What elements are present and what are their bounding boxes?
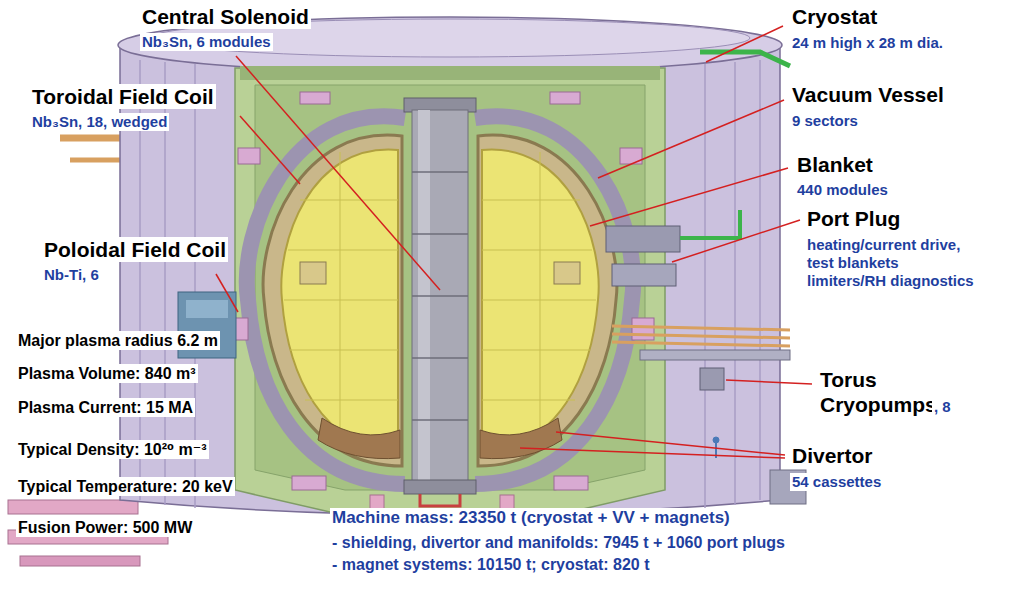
- callout-spec: 440 modules: [795, 181, 890, 199]
- central-solenoid: [404, 98, 476, 494]
- callout-title: Port Plug: [805, 206, 902, 231]
- pipework: [370, 470, 806, 511]
- leader-line: [216, 26, 812, 458]
- torus-section: [247, 116, 405, 484]
- parameter-text: Major plasma radius 6.2 m: [16, 331, 220, 350]
- callout-title: Torus Cryopumps: [818, 367, 947, 417]
- callout-title: Poloidal Field Coil: [42, 237, 228, 262]
- component: [186, 300, 228, 318]
- mass-note: Machine mass: 23350 t (cryostat + VV + m…: [330, 508, 732, 528]
- callout-spec: Nb-Ti, 6: [42, 266, 101, 284]
- callout-spec: Nb₃Sn, 18, wedged: [30, 113, 169, 131]
- callout-title: Blanket: [795, 152, 875, 177]
- mass-note: - magnet systems: 10150 t; cryostat: 820…: [330, 555, 651, 574]
- parameter-text: Plasma Current: 15 MA: [16, 398, 195, 417]
- callout-spec: 54 cassettes: [790, 473, 883, 491]
- port-plug: [606, 52, 790, 360]
- cryostat: [118, 17, 782, 515]
- poloidal-coil: [226, 92, 654, 490]
- cutaway-interior: [235, 66, 665, 512]
- callout-title: Vacuum Vessel: [790, 82, 946, 107]
- torus-section: [475, 116, 633, 484]
- parameter-text: Fusion Power: 500 MW: [16, 518, 194, 537]
- callout-title: Central Solenoid: [140, 4, 311, 29]
- cryopump: [700, 368, 724, 390]
- callout-spec: 24 m high x 28 m dia.: [790, 34, 945, 52]
- callout-title: Divertor: [790, 443, 875, 468]
- mass-note: - shielding, divertor and manifolds: 794…: [330, 533, 787, 552]
- callout-spec: Nb₃Sn, 6 modules: [140, 33, 273, 51]
- callout-spec: 9 sectors: [790, 112, 860, 130]
- callout-spec: , 8: [932, 398, 953, 416]
- parameter-text: Plasma Volume: 840 m³: [16, 364, 198, 383]
- callout-title: Cryostat: [790, 4, 879, 29]
- parameter-text: Typical Temperature: 20 keV: [16, 477, 235, 496]
- parameter-text: Typical Density: 10²⁰ m⁻³: [16, 440, 209, 459]
- callout-title: Toroidal Field Coil: [30, 84, 216, 109]
- callout-spec: heating/current drive, test blankets lim…: [805, 236, 977, 290]
